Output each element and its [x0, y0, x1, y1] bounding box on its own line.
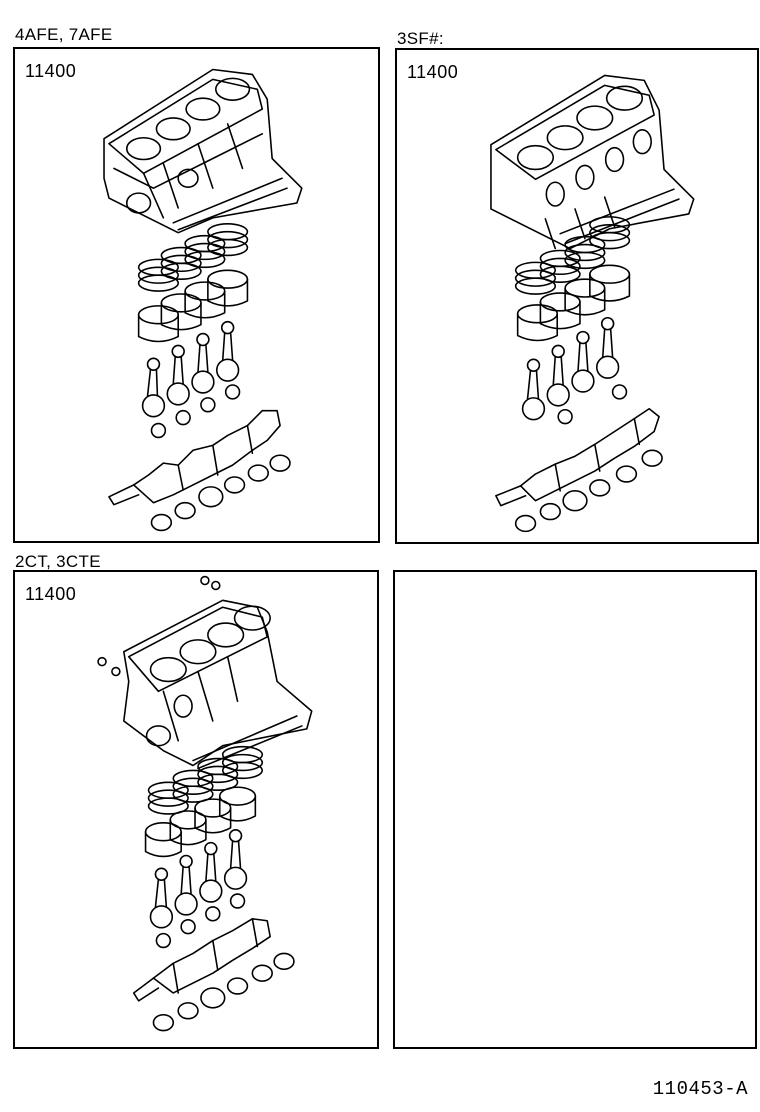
- part-number-label[interactable]: 11400: [25, 61, 77, 81]
- short-block-illustration: [15, 49, 378, 541]
- plugs-icon: [97, 575, 221, 677]
- piston-rings-icon: [147, 745, 264, 815]
- piston-rings-icon: [137, 222, 249, 292]
- connecting-rods-icon: [141, 320, 240, 418]
- rod-bearings-icon: [155, 893, 246, 949]
- diagram-panel-4afe-7afe: 11400: [13, 47, 380, 543]
- panel-caption-2ct-3cte: 2CT, 3CTE: [15, 552, 101, 571]
- crankshaft-icon: [132, 918, 271, 1002]
- connecting-rods-icon: [521, 316, 620, 421]
- pistons-icon: [516, 264, 631, 342]
- cylinder-block-icon: [123, 599, 313, 770]
- diagram-panel-2ct-3cte: 11400: [13, 570, 379, 1049]
- cylinder-block-icon: [490, 74, 695, 250]
- short-block-illustration: [15, 572, 377, 1047]
- pistons-icon: [144, 786, 257, 858]
- main-bearings-icon: [150, 454, 291, 532]
- rod-bearings-icon: [557, 384, 628, 425]
- diagram-panel-empty: [393, 570, 757, 1049]
- cylinder-block-icon: [103, 68, 303, 234]
- part-number-label[interactable]: 11400: [25, 584, 77, 604]
- panel-caption-4afe-7afe: 4AFE, 7AFE: [15, 25, 113, 44]
- diagram-panel-3sf: 11400: [395, 48, 759, 544]
- crankshaft-icon: [495, 407, 660, 507]
- panel-caption-3sf: 3SF#:: [397, 29, 444, 48]
- piston-rings-icon: [514, 216, 631, 295]
- main-bearings-icon: [152, 952, 295, 1032]
- short-block-illustration: [397, 50, 757, 542]
- main-bearings-icon: [514, 449, 663, 533]
- rod-bearings-icon: [150, 384, 241, 439]
- crankshaft-icon: [108, 409, 281, 506]
- connecting-rods-icon: [149, 828, 248, 929]
- part-number-label[interactable]: 11400: [407, 62, 459, 82]
- figure-id-label: 110453-A: [652, 1078, 748, 1100]
- pistons-icon: [137, 269, 249, 343]
